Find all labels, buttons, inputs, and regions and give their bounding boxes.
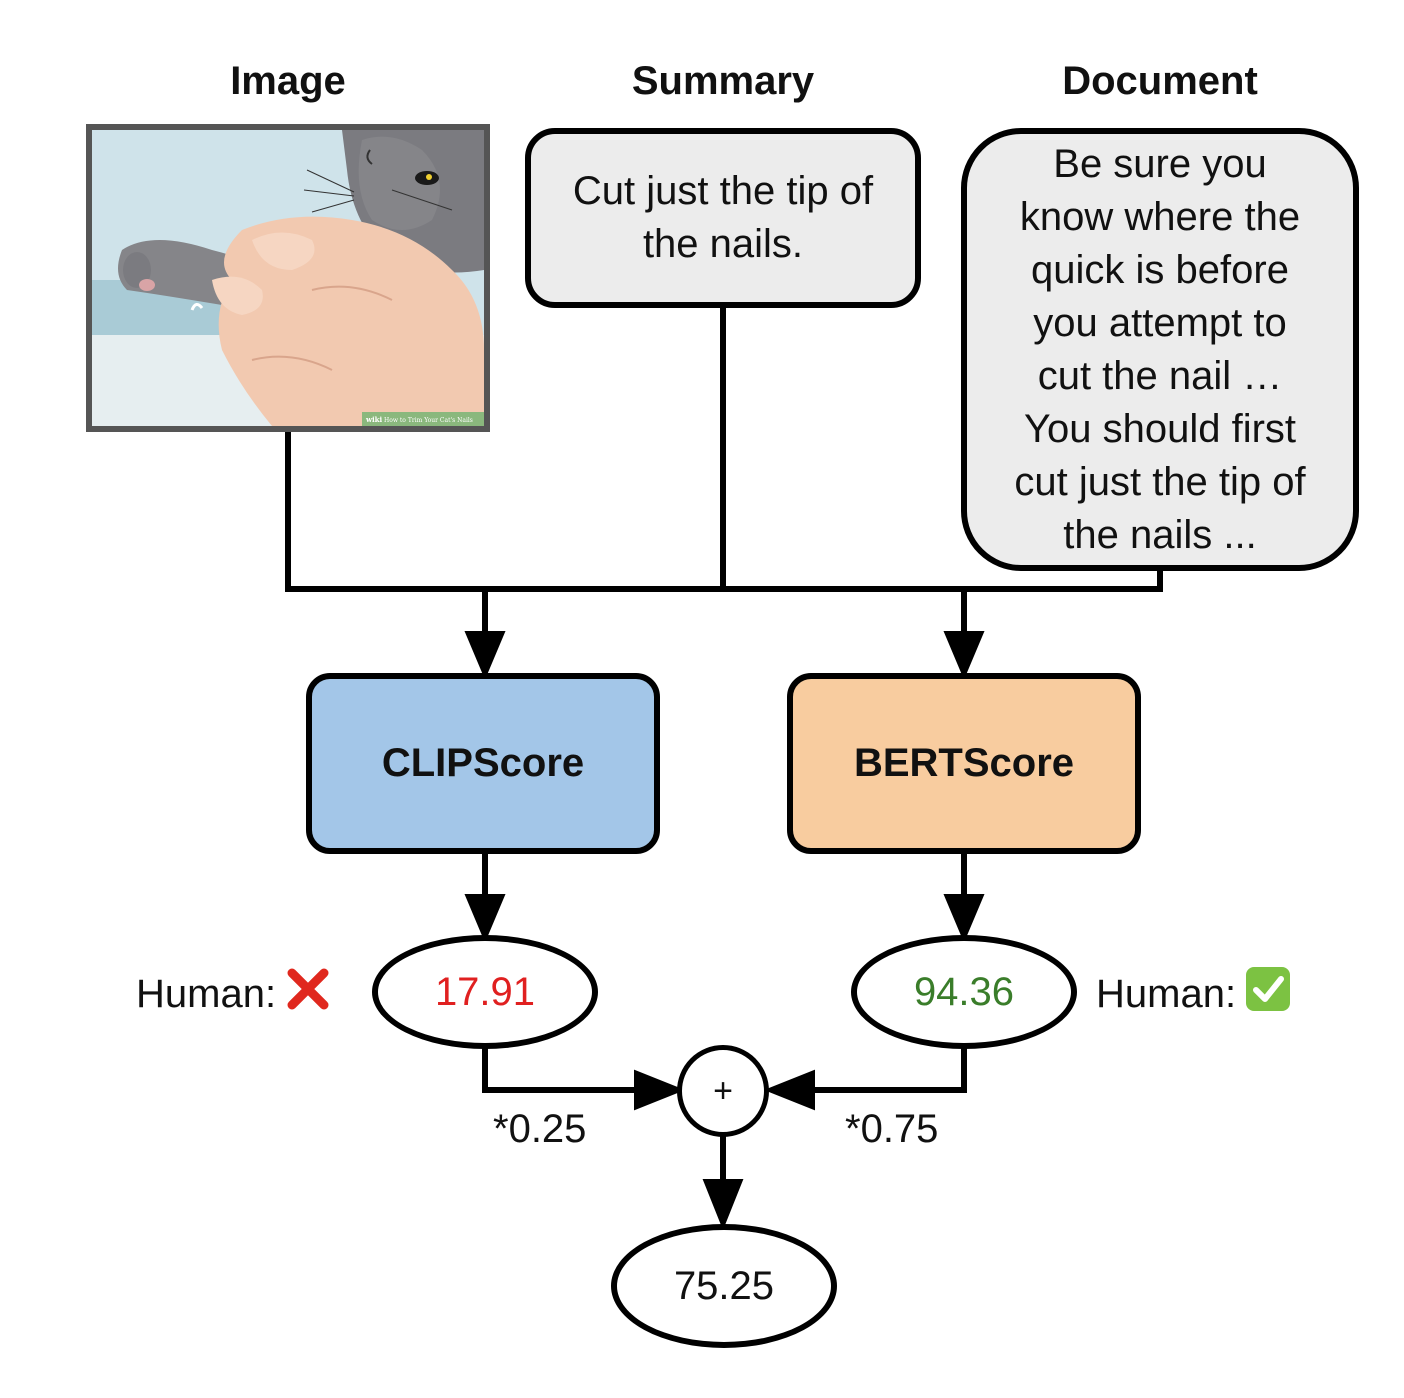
combined-score-oval: 75.25 [611,1224,837,1348]
combined-score-value: 75.25 [673,1263,775,1308]
human-label: Human: [1096,972,1237,1016]
bertscore-value-oval: 94.36 [851,935,1077,1049]
bertscore-box: BERTScore [787,673,1141,854]
document-text: Be sure you know where the quick is befo… [1014,141,1306,557]
watermark-text: How to Trim Your Cat's Nails [384,417,473,424]
human-label: Human: [136,972,277,1016]
bertscore-label: BERTScore [853,741,1075,785]
arrow-into-clipscore [464,631,506,680]
document-box: Be sure you know where the quick is befo… [961,128,1359,571]
summary-box: Cut just the tip of the nails. [525,128,921,308]
arrow-bert-to-plus [763,1069,815,1111]
arrow-into-bertscore [943,631,985,680]
clipscore-label: CLIPScore [381,741,585,785]
arrow-clip-to-plus [634,1069,686,1111]
cat-nail-illustration: wiki How to Trim Your Cat's Nails [86,124,490,432]
arrow-plus-to-result [702,1179,744,1231]
watermark-brand: wiki [365,415,383,424]
bertscore-value: 94.36 [913,969,1015,1014]
clipscore-value-oval: 17.91 [372,935,598,1049]
sum-operator-node: + [677,1045,769,1137]
bert-weight-label: *0.75 [845,1107,939,1151]
document-header: Document [1062,59,1258,103]
clipscore-box: CLIPScore [306,673,660,854]
image-header: Image [230,59,346,103]
arrow-clip-to-score [464,894,506,943]
clipscore-value: 17.91 [434,969,536,1014]
arrow-bert-to-score [943,894,985,943]
summary-text: Cut just the tip of the nails. [572,169,874,266]
human-judgment-clip: Human: [136,965,332,1017]
summary-header: Summary [631,59,815,103]
cross-mark-icon [287,968,329,1010]
human-judgment-bert: Human: [1096,965,1292,1017]
clip-weight-label: *0.25 [493,1107,587,1151]
plus-symbol: + [713,1071,733,1110]
check-mark-icon [1246,967,1291,1011]
